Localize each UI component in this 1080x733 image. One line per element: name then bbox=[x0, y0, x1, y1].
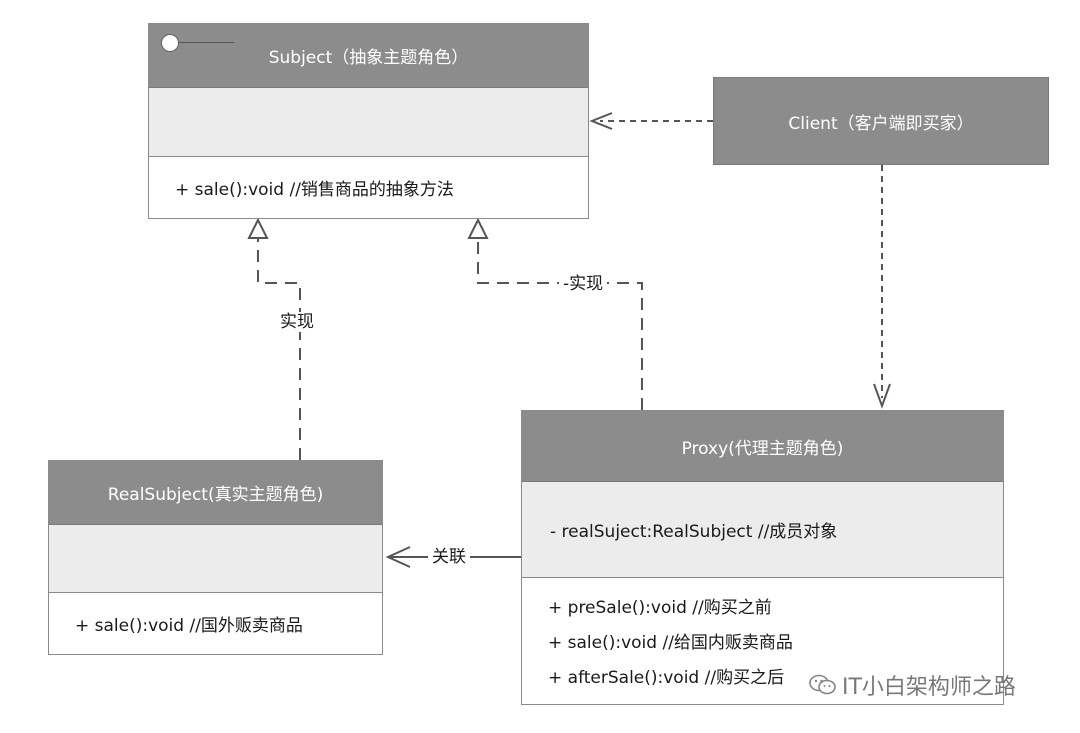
proxy-attribute: - realSuject:RealSubject //成员对象 bbox=[550, 522, 838, 542]
proxy-class-header: Proxy(代理主题角色) bbox=[522, 411, 1003, 482]
client-class-title: Client（客户端即买家） bbox=[788, 113, 974, 134]
subject-class-title: Subject（抽象主题角色） bbox=[268, 48, 469, 68]
watermark: IT小白架构师之路 bbox=[808, 670, 1016, 700]
association-label: 关联 bbox=[428, 547, 470, 567]
realsubject-class-header: RealSubject(真实主题角色) bbox=[49, 461, 382, 525]
subject-class: Subject（抽象主题角色） + sale():void //销售商品的抽象方… bbox=[148, 23, 589, 219]
realsubject-realization bbox=[247, 217, 301, 460]
realize-label-left: 实现 bbox=[276, 312, 318, 332]
interface-circle-stem bbox=[178, 42, 234, 43]
realize-label-right: -实现 bbox=[559, 274, 608, 294]
client-class: Client（客户端即买家） bbox=[713, 77, 1049, 165]
realsubject-attributes bbox=[49, 525, 382, 593]
realsubject-operation: + sale():void //国外贩卖商品 bbox=[75, 616, 303, 636]
subject-class-header: Subject（抽象主题角色） bbox=[149, 24, 588, 88]
watermark-text: IT小白架构师之路 bbox=[842, 675, 1016, 700]
subject-operations: + sale():void //销售商品的抽象方法 bbox=[149, 157, 588, 205]
client-subject-dependency bbox=[589, 112, 713, 130]
proxy-realization bbox=[467, 217, 643, 410]
realsubject-class-title: RealSubject(真实主题角色) bbox=[107, 485, 324, 505]
subject-attributes bbox=[149, 88, 588, 157]
proxy-operation: + sale():void //给国内贩卖商品 bbox=[548, 633, 793, 653]
proxy-class: Proxy(代理主题角色) - realSuject:RealSubject /… bbox=[521, 410, 1004, 705]
proxy-attributes: - realSuject:RealSubject //成员对象 bbox=[522, 482, 1003, 578]
proxy-operations: + preSale():void //购买之前 + sale():void //… bbox=[522, 578, 1003, 693]
realsubject-operations: + sale():void //国外贩卖商品 bbox=[49, 593, 382, 641]
proxy-class-title: Proxy(代理主题角色) bbox=[681, 438, 844, 459]
proxy-operation: + preSale():void //购买之前 bbox=[548, 598, 772, 618]
subject-operation: + sale():void //销售商品的抽象方法 bbox=[175, 180, 454, 200]
proxy-operation: + afterSale():void //购买之后 bbox=[548, 668, 785, 688]
wechat-icon bbox=[809, 674, 836, 695]
client-proxy-dependency bbox=[873, 165, 891, 409]
interface-circle-icon bbox=[161, 34, 179, 52]
realsubject-class: RealSubject(真实主题角色) + sale():void //国外贩卖… bbox=[48, 460, 383, 655]
